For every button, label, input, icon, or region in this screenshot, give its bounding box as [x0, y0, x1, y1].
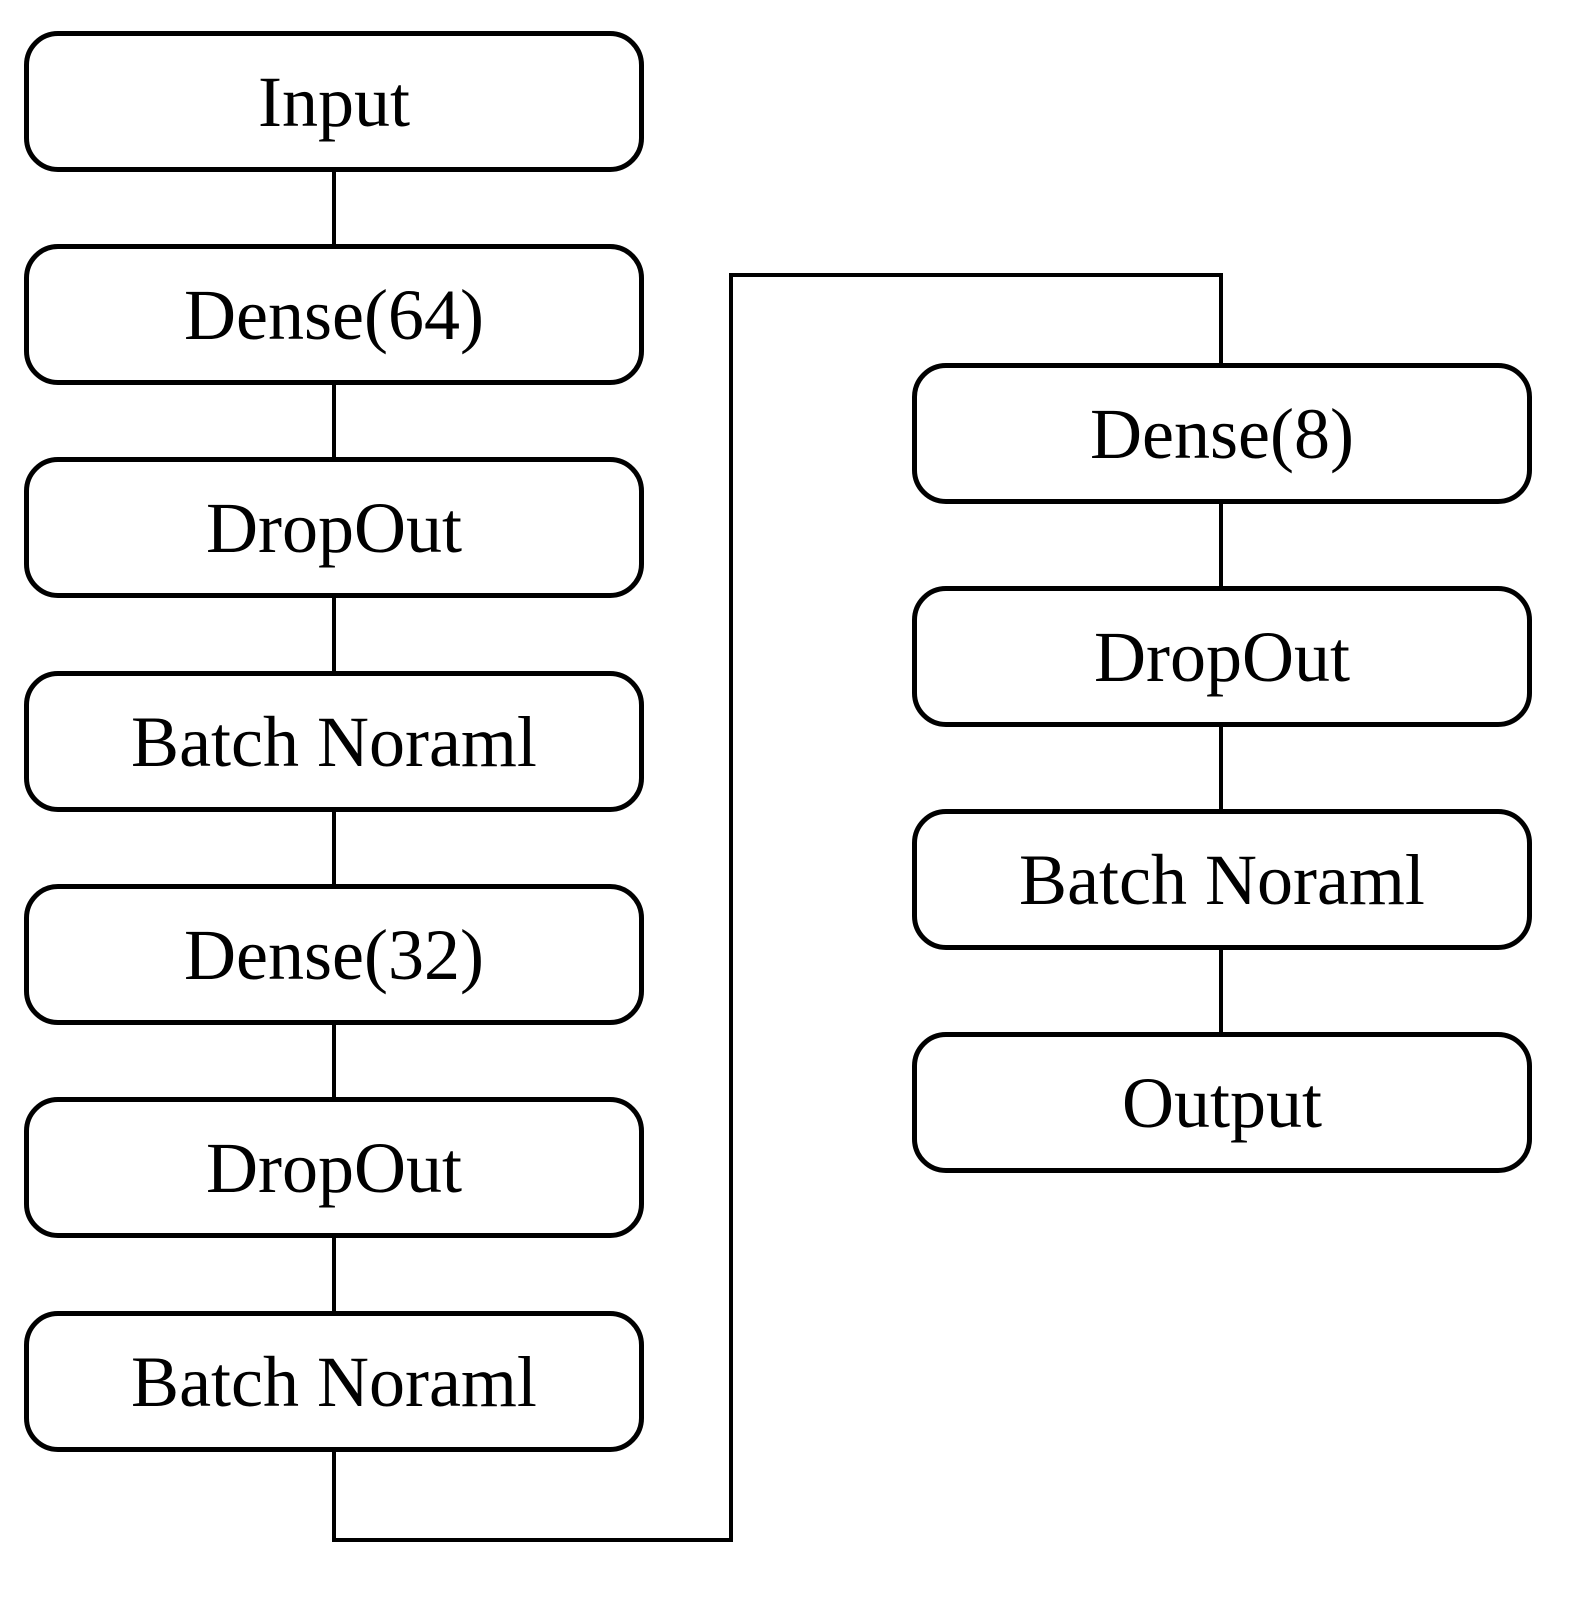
output-layer-box: Output: [912, 1032, 1532, 1173]
connector-column-bridge: [332, 273, 1223, 1542]
dense-64-layer-label: Dense(64): [184, 274, 484, 355]
batch-norm-layer-label-3: Batch Noraml: [1019, 839, 1425, 920]
dense-32-layer-label: Dense(32): [184, 914, 484, 995]
dense-32-layer-box: Dense(32): [24, 884, 644, 1025]
batch-norm-layer-box-3: Batch Noraml: [912, 809, 1532, 950]
dropout-layer-label-3: DropOut: [1094, 616, 1350, 697]
dense-8-layer-label: Dense(8): [1090, 393, 1354, 474]
dropout-layer-box-3: DropOut: [912, 586, 1532, 727]
output-layer-label: Output: [1121, 1062, 1322, 1143]
dense-8-layer-box: Dense(8): [912, 363, 1532, 504]
dropout-layer-label-2: DropOut: [206, 1127, 462, 1208]
batch-norm-layer-label-1: Batch Noraml: [131, 701, 537, 782]
input-layer-box: Input: [24, 31, 644, 172]
batch-norm-layer-box-2: Batch Noraml: [24, 1311, 644, 1452]
dropout-layer-box-1: DropOut: [24, 457, 644, 598]
input-layer-label: Input: [258, 61, 410, 142]
batch-norm-layer-box-1: Batch Noraml: [24, 671, 644, 812]
batch-norm-layer-label-2: Batch Noraml: [131, 1341, 537, 1422]
dropout-layer-label-1: DropOut: [206, 487, 462, 568]
dropout-layer-box-2: DropOut: [24, 1097, 644, 1238]
dense-64-layer-box: Dense(64): [24, 244, 644, 385]
